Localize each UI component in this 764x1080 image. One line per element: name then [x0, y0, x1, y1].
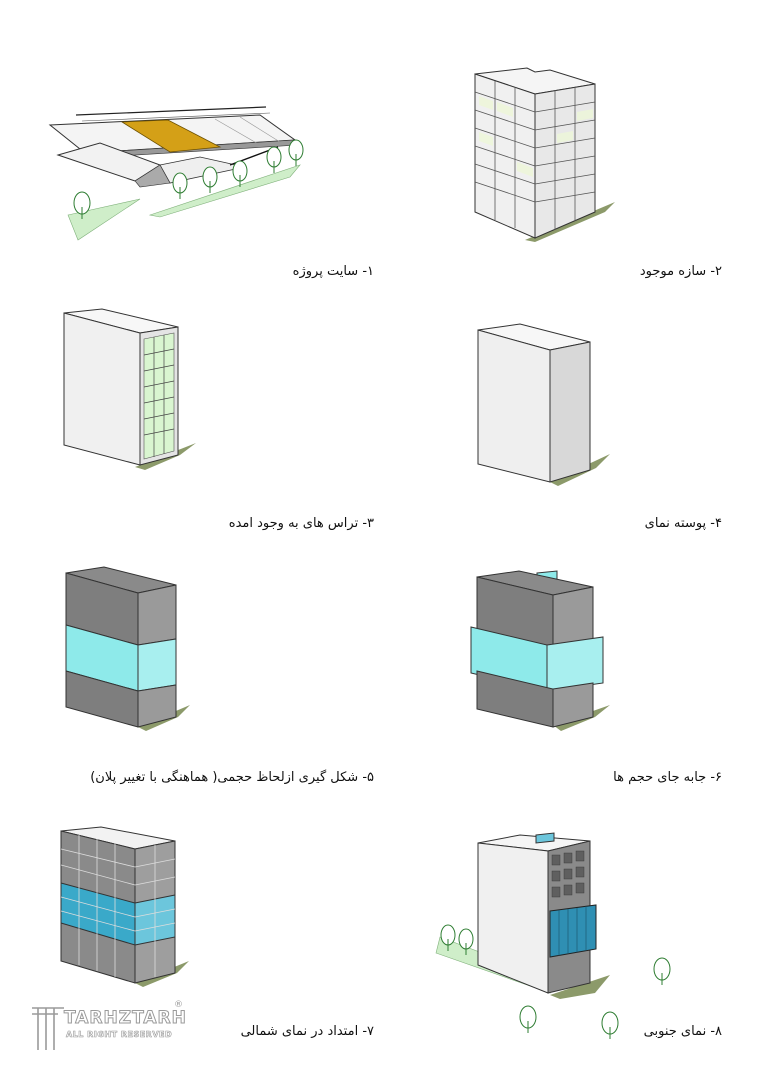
registered-mark: ®	[174, 1000, 183, 1010]
caption-8: ۸- نمای جنوبی	[643, 1024, 722, 1039]
diagram-4-shell	[470, 320, 620, 490]
caption-6: ۶- جابه جای حجم ها	[613, 770, 722, 785]
project-plot	[120, 119, 222, 153]
diagram-8-south	[430, 825, 690, 1040]
diagram-5-volume	[60, 565, 210, 735]
diagram-6-shifted	[465, 565, 625, 735]
diagram-2-structure	[465, 62, 625, 252]
caption-7: ۷- امتداد در نمای شمالی	[240, 1024, 374, 1039]
caption-2: ۲- سازه موجود	[639, 264, 722, 279]
logo-text: TARHZTARH	[64, 1008, 187, 1029]
caption-3: ۳- تراس های به وجود امده	[228, 516, 374, 531]
logo-subtext: ALL RIGHT RESERVED	[66, 1030, 173, 1040]
caption-4: ۴- پوسته نمای	[644, 516, 722, 531]
caption-1: ۱- سایت پروژه	[292, 264, 374, 279]
caption-5: ۵- شکل گیری ازلحاظ حجمی( هماهنگی با تغیی…	[90, 770, 374, 785]
diagram-1-site	[40, 95, 320, 255]
diagram-3-terraces	[60, 305, 210, 475]
tarhztarh-logo: TARHZTARH ALL RIGHT RESERVED ®	[28, 1000, 188, 1056]
diagram-7-north	[55, 825, 205, 990]
